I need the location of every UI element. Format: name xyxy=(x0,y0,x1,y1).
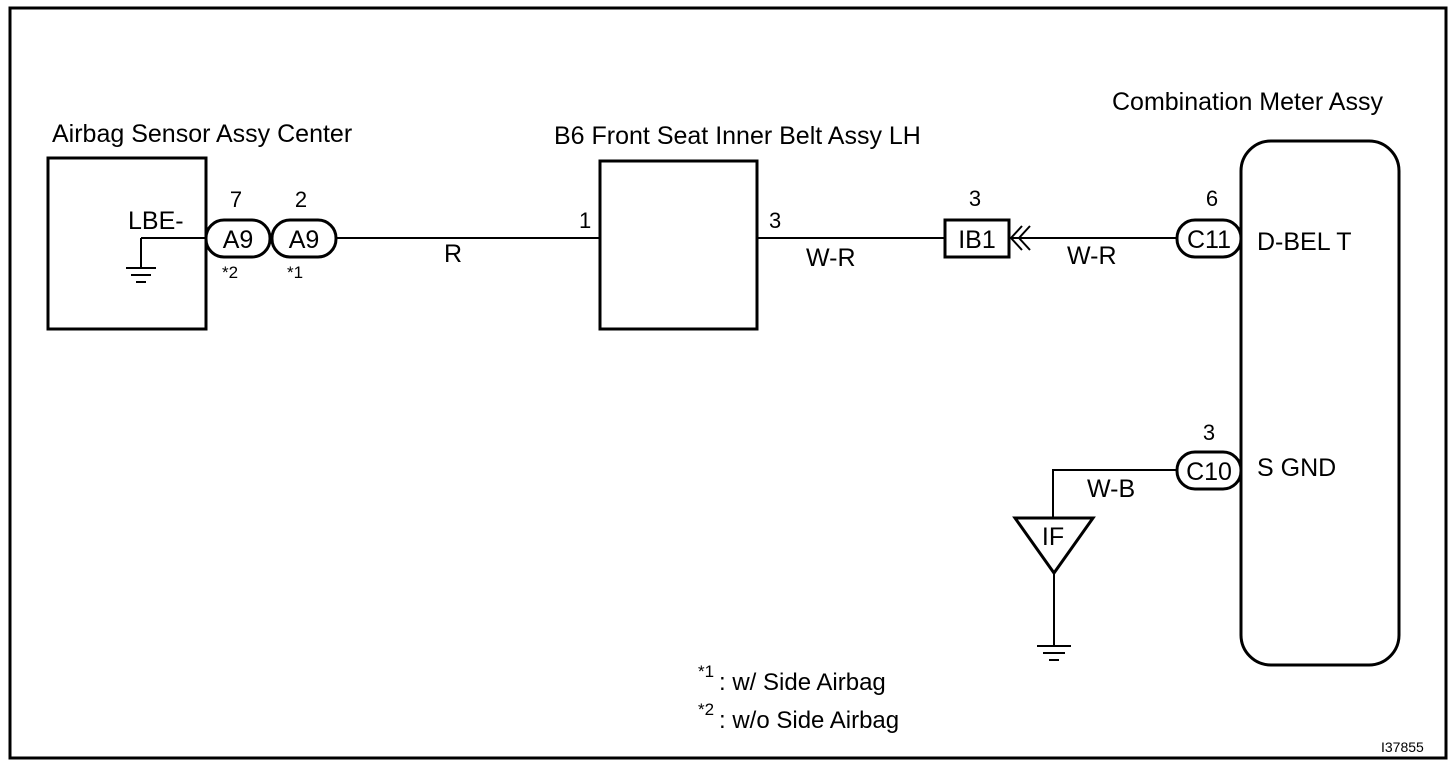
junction-ib1-pin: 3 xyxy=(969,186,981,211)
combination-meter-terminal-d-belt: D-BEL T xyxy=(1257,228,1351,256)
connector-c11-pin: 6 xyxy=(1206,186,1218,211)
wire-w-b-label: W-B xyxy=(1087,475,1135,503)
connector-c11: C11 xyxy=(1175,218,1243,259)
connector-a9-right-note: *1 xyxy=(287,263,303,282)
belt-assy-box xyxy=(598,159,759,331)
footnote-1-mark: *1 xyxy=(698,662,714,681)
connector-a9-left: A9 xyxy=(204,218,272,259)
footnote-1-text: : w/ Side Airbag xyxy=(719,669,886,696)
if-ground-icon xyxy=(1037,573,1071,661)
combination-meter-terminal-s-gnd: S GND xyxy=(1257,454,1336,482)
wire-r-label: R xyxy=(444,240,462,268)
connector-a9-right-pin: 2 xyxy=(295,187,307,212)
connector-a9-right: A9 xyxy=(270,218,338,259)
airbag-sensor-box xyxy=(46,156,208,331)
footnote-1: *1 : w/ Side Airbag xyxy=(698,662,886,696)
airbag-sensor-ground-icon xyxy=(126,238,156,283)
connector-a9-right-label: A9 xyxy=(289,226,320,254)
junction-ib1-label: IB1 xyxy=(958,226,996,254)
footnote-2-text: : w/o Side Airbag xyxy=(719,707,899,734)
combination-meter-box xyxy=(1239,139,1401,667)
airbag-sensor-title: Airbag Sensor Assy Center xyxy=(52,120,352,148)
connector-a9-left-pin: 7 xyxy=(230,187,242,212)
footnote-2: *2 : w/o Side Airbag xyxy=(698,700,899,734)
diagram-frame xyxy=(8,6,1448,760)
connector-c10-label: C10 xyxy=(1186,458,1232,486)
connector-c10-pin: 3 xyxy=(1203,420,1215,445)
belt-assy-pin-3: 3 xyxy=(769,208,781,233)
wire-w-b xyxy=(1052,469,1177,518)
ground-point-if-label: IF xyxy=(1042,523,1064,551)
combination-meter-title: Combination Meter Assy xyxy=(1112,88,1383,116)
wire-w-r-left-label: W-R xyxy=(806,244,856,272)
connector-c11-label: C11 xyxy=(1187,226,1231,254)
airbag-sensor-terminal-lbe: LBE- xyxy=(128,207,184,235)
connector-c10: C10 xyxy=(1175,450,1243,491)
ground-point-if: IF xyxy=(1012,516,1096,576)
wire-w-r-right-label: W-R xyxy=(1067,242,1117,270)
figure-code: I37855 xyxy=(1381,739,1424,755)
junction-ib1: IB1 xyxy=(943,218,1011,259)
belt-assy-title: B6 Front Seat Inner Belt Assy LH xyxy=(554,122,921,150)
footnote-2-mark: *2 xyxy=(698,700,714,719)
connector-a9-left-label: A9 xyxy=(223,226,254,254)
connector-a9-left-note: *2 xyxy=(222,263,238,282)
belt-assy-pin-1: 1 xyxy=(579,208,591,233)
